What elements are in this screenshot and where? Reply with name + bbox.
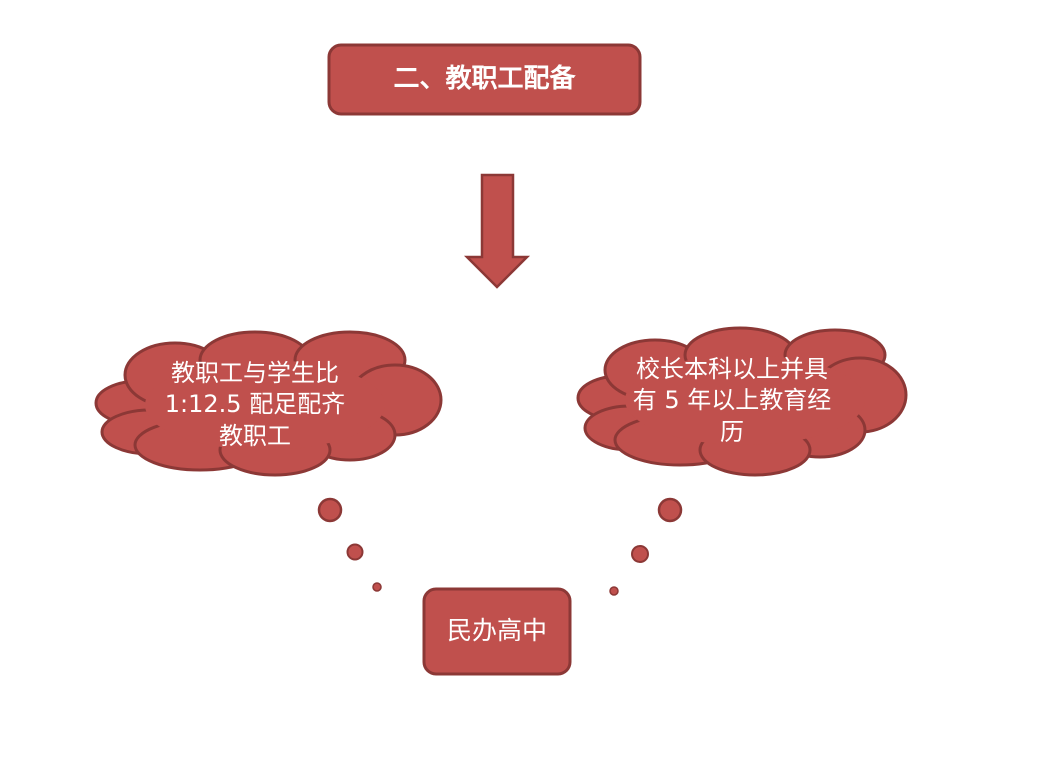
title-box [327,43,642,116]
right-cloud-text: 校长本科以上并具有 5 年以上教育经历 [632,355,832,446]
down-arrow [463,173,531,289]
bubble-right-1 [657,497,683,523]
left-cloud [94,330,443,477]
bubble-left-2 [346,543,364,561]
center-box-text: 民办高中 [446,616,547,646]
left-cloud-text: 教职工与学生比 1:12.5 配足配齐教职工 [164,359,346,450]
bubble-right-3 [609,586,619,596]
title-text: 二、教职工配备 [393,63,576,94]
center-box [422,587,572,676]
bubble-right-2 [631,545,649,563]
right-cloud [576,326,908,477]
bubble-left-3 [372,582,382,592]
bubble-left-1 [317,497,343,523]
